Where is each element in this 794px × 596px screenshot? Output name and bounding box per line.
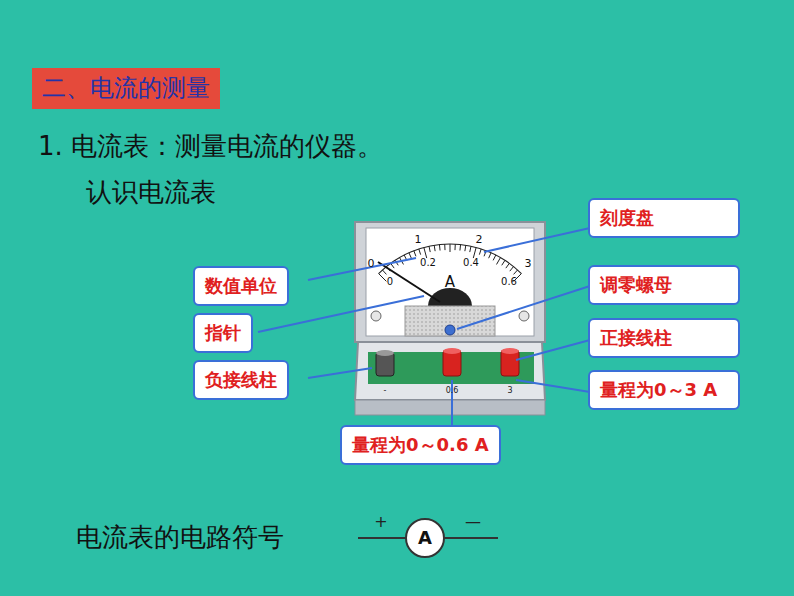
scale-tick <box>409 253 411 258</box>
scale-tick <box>459 245 461 251</box>
scale-tick <box>506 263 510 268</box>
node-text: A <box>418 527 432 549</box>
node-text: 调零螺母 <box>600 274 728 296</box>
node-text: 数值单位 <box>205 275 277 297</box>
callout-box: 刻度盘 <box>588 198 740 238</box>
body-text: 认识电流表 <box>86 178 216 207</box>
callout-box: 调零螺母 <box>588 265 740 305</box>
body-text: 1. 电流表：测量电流的仪器。 <box>38 132 383 161</box>
scale-tick <box>379 274 387 282</box>
polarity-mark: + <box>374 513 387 531</box>
scale-number: 0.2 <box>420 257 436 268</box>
pivot-cover <box>428 288 472 306</box>
meter-face <box>366 228 534 336</box>
scale-tick <box>382 270 386 274</box>
node-text: 负接线柱 <box>205 369 277 391</box>
scale-number: 0 <box>368 258 375 270</box>
meter-case <box>355 222 545 342</box>
scale-tick <box>419 249 421 255</box>
node-text: 量程为0～3 A <box>600 379 728 401</box>
scale-tick <box>479 249 481 255</box>
scale-tick <box>454 244 455 250</box>
unit-symbol: A <box>445 274 455 291</box>
scale-tick <box>464 245 466 251</box>
callout-box: 量程为0～0.6 A <box>340 425 501 465</box>
node-text: 指针 <box>205 322 241 344</box>
terminal-mark: 3 <box>507 387 512 396</box>
node-text: 刻度盘 <box>600 207 728 229</box>
scale-number: 1 <box>415 234 422 246</box>
base-foot <box>355 400 545 415</box>
scale-tick <box>434 245 436 251</box>
body-text: 电流表的电路符号 <box>76 523 284 552</box>
scale-tick <box>497 258 501 265</box>
pointer <box>378 262 440 302</box>
callout-box: 量程为0～3 A <box>588 370 740 410</box>
scale-tick <box>514 270 518 274</box>
scale-tick <box>414 251 416 257</box>
zero-screw <box>445 325 455 335</box>
scale-tick <box>450 244 451 252</box>
scale-tick <box>424 247 427 258</box>
scale-number: 0.6 <box>501 276 517 287</box>
scale-tick <box>439 245 441 251</box>
scale-tick <box>489 253 491 258</box>
callout-box: 数值单位 <box>193 266 289 306</box>
scale-tick <box>429 246 430 252</box>
scale-number: 3 <box>525 258 532 270</box>
terminal-0.6A <box>443 348 461 354</box>
node-text: 正接线柱 <box>600 327 728 349</box>
case-screw <box>519 311 529 321</box>
polarity-mark: — <box>465 513 481 531</box>
scale-number: 2 <box>476 234 483 246</box>
scale-number: 0.4 <box>463 257 479 268</box>
scale-tick <box>470 246 471 252</box>
callout-box: 负接线柱 <box>193 360 289 400</box>
terminal-mark: - <box>384 387 387 396</box>
terminal-3A <box>501 348 519 354</box>
negative-terminal <box>376 350 394 356</box>
scale-tick <box>493 255 496 260</box>
node-text: 量程为0～0.6 A <box>352 434 489 456</box>
case-screw <box>371 311 381 321</box>
node-text: 二、电流的测量 <box>42 74 210 103</box>
meter-base <box>355 342 545 400</box>
terminal-mark: 0.6 <box>446 387 459 396</box>
scale-tick <box>510 267 514 272</box>
scale-tick <box>444 244 445 250</box>
scale-tick <box>502 260 505 265</box>
scale-tick <box>473 247 476 258</box>
ammeter-symbol-circle: A <box>405 518 445 558</box>
scale-number: 0 <box>387 276 393 287</box>
leader-lines <box>258 228 590 425</box>
callout-box: 正接线柱 <box>588 318 740 358</box>
section-title-box: 二、电流的测量 <box>32 68 220 109</box>
callout-box: 指针 <box>193 313 253 353</box>
